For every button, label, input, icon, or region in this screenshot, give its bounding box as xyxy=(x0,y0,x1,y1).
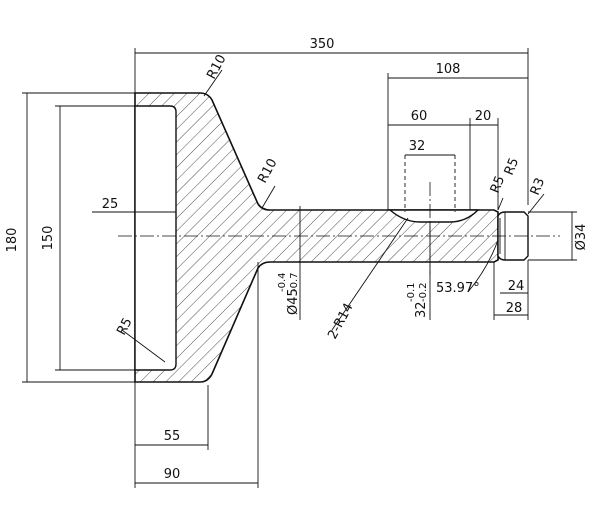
label-20: 20 xyxy=(475,109,492,124)
label-angle: 53.97° xyxy=(436,281,480,296)
groove-cutout xyxy=(388,209,480,223)
label-r10-top: R10 xyxy=(204,52,229,82)
leader-r10-top xyxy=(203,69,223,97)
label-dia34: Ø34 xyxy=(574,224,589,251)
label-90: 90 xyxy=(164,467,181,482)
label-350: 350 xyxy=(310,37,335,52)
label-r5-inner: R5 xyxy=(114,316,135,338)
label-r14: 2-R14 xyxy=(325,301,356,342)
label-r5b: R5 xyxy=(502,156,522,178)
label-24: 24 xyxy=(508,279,525,294)
angle-arc xyxy=(467,239,499,293)
label-32tol-upper: -0.1 xyxy=(406,282,417,302)
bore-cavity xyxy=(134,105,177,371)
part-section-outline xyxy=(134,92,499,383)
label-25: 25 xyxy=(102,197,119,212)
leader-r5a xyxy=(497,197,504,211)
label-r3: R3 xyxy=(528,176,548,198)
label-32tol-lower: -0.2 xyxy=(418,282,429,302)
label-108: 108 xyxy=(436,62,461,77)
leader-r10-fillet xyxy=(261,185,276,209)
label-28: 28 xyxy=(506,301,523,316)
label-dia45-lower: -0.7 xyxy=(289,272,300,292)
label-dia45-upper: -0.4 xyxy=(277,272,288,292)
label-55: 55 xyxy=(164,429,181,444)
label-60: 60 xyxy=(411,109,428,124)
label-32tol-main: 32 xyxy=(414,301,429,318)
leader-r14 xyxy=(331,217,409,331)
shaft-end xyxy=(497,211,529,261)
label-r5a: R5 xyxy=(488,174,508,196)
leader-r5-inner xyxy=(121,329,166,363)
label-32: 32 xyxy=(409,139,426,154)
label-dia45-main: Ø45 xyxy=(286,288,301,315)
label-150: 150 xyxy=(41,226,56,251)
leader-r3 xyxy=(527,193,545,215)
label-180: 180 xyxy=(5,228,20,253)
label-r10-fillet: R10 xyxy=(255,156,280,186)
